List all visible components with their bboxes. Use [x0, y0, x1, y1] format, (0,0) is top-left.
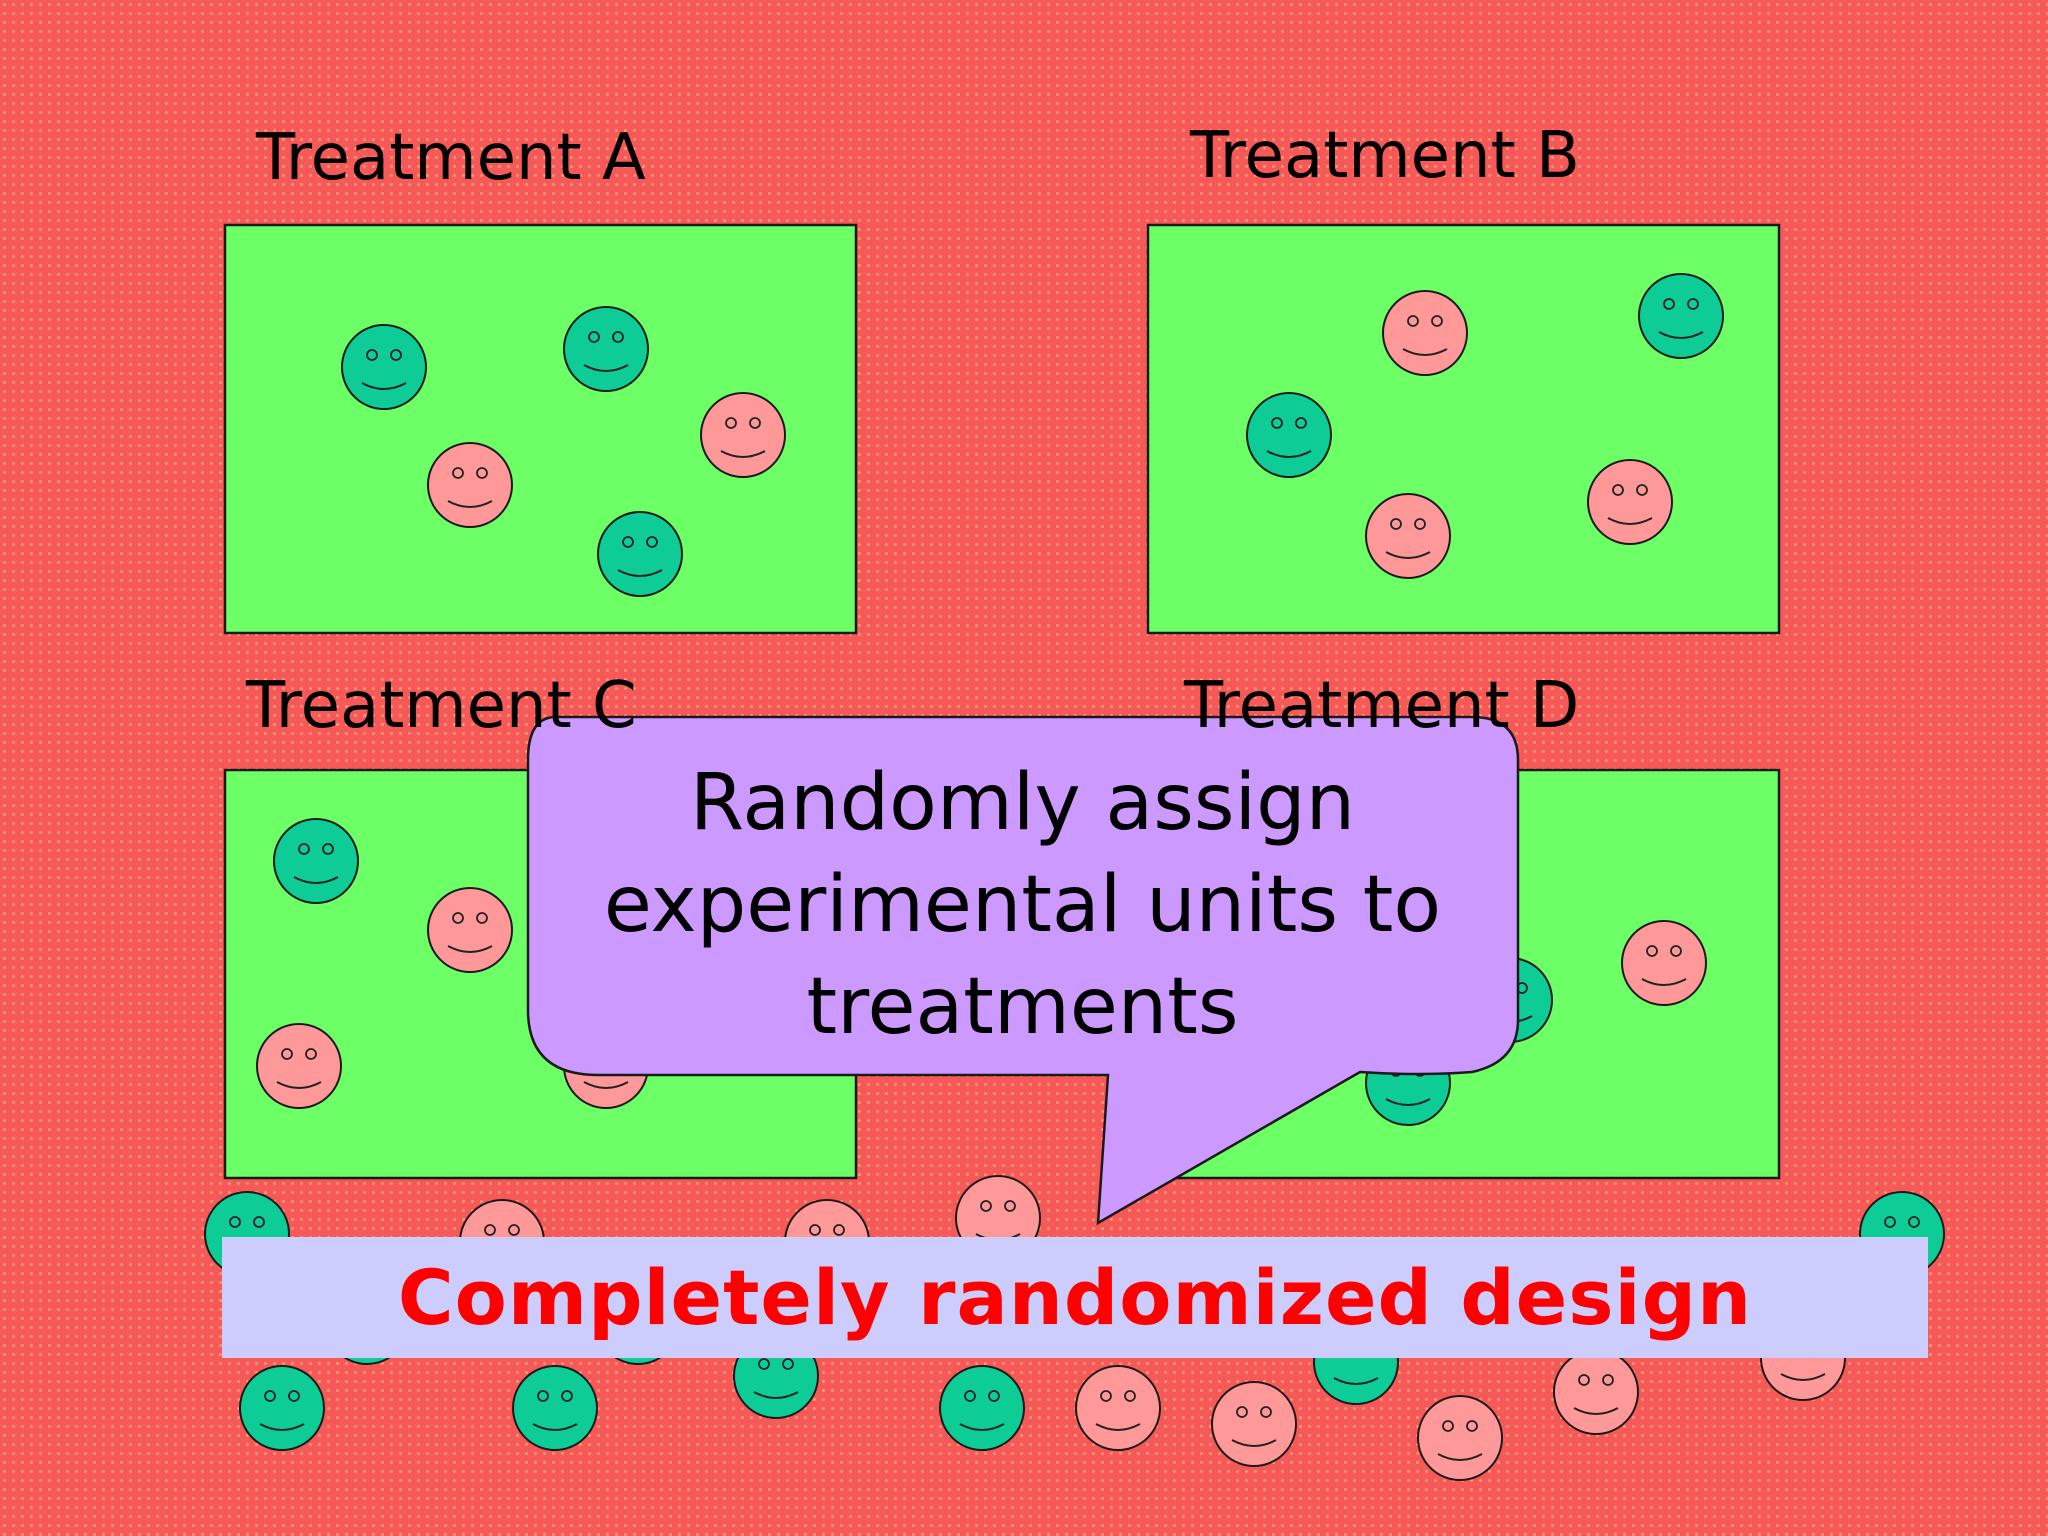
callout-line-3: treatments [806, 962, 1239, 1052]
callout-text: Randomly assign experimental units to tr… [545, 752, 1500, 1058]
treatment-c-label: Treatment C [246, 669, 637, 743]
callout-line-2: experimental units to [603, 860, 1442, 950]
unit-face-assigned [1246, 392, 1332, 478]
unit-face-unassigned [1075, 1365, 1161, 1451]
treatment-panel-a [223, 223, 858, 635]
unit-face-unassigned [1417, 1395, 1503, 1481]
unit-face-unassigned [939, 1365, 1025, 1451]
unit-face-unassigned [1553, 1349, 1639, 1435]
unit-face-assigned [341, 324, 427, 410]
unit-face-assigned [427, 442, 513, 528]
unit-face-assigned [597, 511, 683, 597]
unit-face-unassigned [239, 1365, 325, 1451]
callout-line-1: Randomly assign [689, 758, 1356, 848]
callout-shape [526, 715, 1520, 1226]
unit-face-assigned [273, 818, 359, 904]
callout-bubble [526, 715, 1520, 1226]
banner-title: Completely randomized design [397, 1253, 1753, 1342]
unit-face-assigned [1587, 459, 1673, 545]
treatment-panel-b [1146, 223, 1781, 635]
treatment-d-label: Treatment D [1184, 669, 1580, 743]
unit-face-assigned [1382, 290, 1468, 376]
unit-face-assigned [256, 1023, 342, 1109]
unit-face-assigned [1638, 273, 1724, 359]
treatment-a-label: Treatment A [256, 121, 646, 195]
unit-face-unassigned [1211, 1381, 1297, 1467]
unit-face-assigned [700, 392, 786, 478]
unit-face-assigned [563, 306, 649, 392]
unit-face-assigned [1621, 920, 1707, 1006]
unit-face-assigned [1365, 493, 1451, 579]
design-banner: Completely randomized design [222, 1237, 1928, 1358]
unit-face-assigned [427, 887, 513, 973]
unit-face-unassigned [512, 1365, 598, 1451]
treatment-b-label: Treatment B [1190, 119, 1580, 193]
